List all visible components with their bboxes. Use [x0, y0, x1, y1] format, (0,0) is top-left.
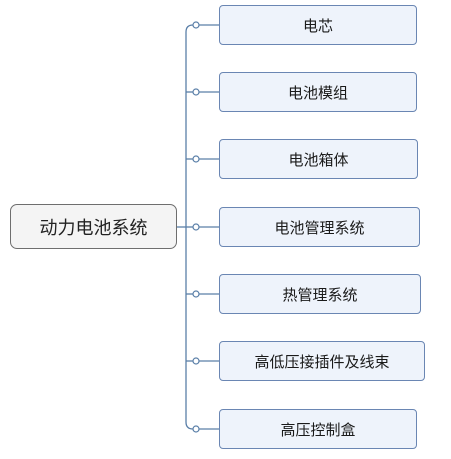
- child-node-cell[interactable]: 电芯: [219, 5, 417, 45]
- child-node-bms[interactable]: 电池管理系统: [219, 207, 420, 247]
- root-node[interactable]: 动力电池系统: [10, 204, 177, 249]
- connector-node: [192, 155, 200, 163]
- child-node-connectors-harness[interactable]: 高低压接插件及线束: [219, 341, 425, 381]
- connector-node: [192, 425, 200, 433]
- connector-node: [192, 21, 200, 29]
- child-node-thermal-management[interactable]: 热管理系统: [219, 274, 421, 314]
- connector-node: [192, 290, 200, 298]
- connector-node: [192, 357, 200, 365]
- child-node-module[interactable]: 电池模组: [219, 72, 417, 112]
- child-node-pack-enclosure[interactable]: 电池箱体: [219, 139, 418, 179]
- connector-node: [192, 88, 200, 96]
- connector-node: [192, 223, 200, 231]
- child-node-hv-control-box[interactable]: 高压控制盒: [219, 409, 417, 449]
